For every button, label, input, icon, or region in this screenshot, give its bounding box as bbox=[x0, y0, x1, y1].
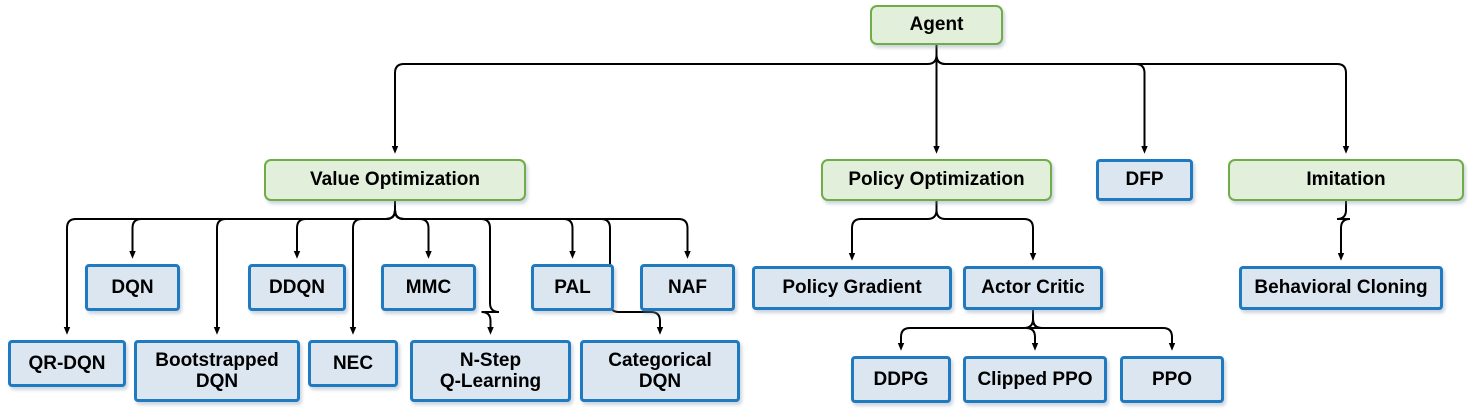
node-label-policy_optimization: Policy Optimization bbox=[848, 169, 1025, 191]
node-label-dfp: DFP bbox=[1125, 169, 1164, 191]
node-label-pal: PAL bbox=[554, 276, 591, 298]
node-qr_dqn[interactable]: QR-DQN bbox=[8, 340, 126, 387]
node-categorical_dqn[interactable]: Categorical DQN bbox=[580, 340, 740, 402]
node-label-bootstrapped_dqn: Bootstrapped DQN bbox=[155, 349, 279, 392]
node-dfp[interactable]: DFP bbox=[1096, 159, 1193, 201]
node-ddqn[interactable]: DDQN bbox=[248, 264, 346, 311]
node-n_step_q_learning[interactable]: N-Step Q-Learning bbox=[410, 340, 571, 402]
node-naf[interactable]: NAF bbox=[640, 264, 735, 311]
node-behavioral_cloning[interactable]: Behavioral Cloning bbox=[1239, 266, 1443, 310]
node-value_optimization[interactable]: Value Optimization bbox=[264, 159, 526, 201]
node-label-imitation: Imitation bbox=[1306, 169, 1386, 191]
node-policy_optimization[interactable]: Policy Optimization bbox=[821, 159, 1052, 201]
node-policy_gradient[interactable]: Policy Gradient bbox=[752, 266, 952, 310]
node-ppo[interactable]: PPO bbox=[1120, 356, 1224, 403]
node-clipped_ppo[interactable]: Clipped PPO bbox=[963, 356, 1107, 403]
node-label-policy_gradient: Policy Gradient bbox=[782, 277, 922, 299]
node-label-dqn: DQN bbox=[111, 276, 154, 298]
node-label-mmc: MMC bbox=[405, 276, 452, 298]
node-nec[interactable]: NEC bbox=[308, 340, 398, 387]
node-label-ppo: PPO bbox=[1151, 368, 1193, 390]
node-imitation[interactable]: Imitation bbox=[1228, 159, 1464, 201]
node-label-agent: Agent bbox=[909, 14, 964, 36]
node-label-qr_dqn: QR-DQN bbox=[28, 352, 106, 374]
node-dqn[interactable]: DQN bbox=[85, 264, 180, 311]
node-label-actor_critic: Actor Critic bbox=[981, 277, 1085, 299]
node-label-nec: NEC bbox=[332, 352, 374, 374]
node-label-behavioral_cloning: Behavioral Cloning bbox=[1254, 277, 1428, 299]
node-label-naf: NAF bbox=[667, 276, 708, 298]
node-actor_critic[interactable]: Actor Critic bbox=[963, 266, 1103, 310]
node-label-clipped_ppo: Clipped PPO bbox=[977, 368, 1093, 390]
node-label-ddpg: DDPG bbox=[873, 368, 929, 390]
node-mmc[interactable]: MMC bbox=[381, 264, 476, 311]
node-label-value_optimization: Value Optimization bbox=[310, 169, 480, 191]
node-bootstrapped_dqn[interactable]: Bootstrapped DQN bbox=[134, 340, 300, 402]
node-label-n_step_q_learning: N-Step Q-Learning bbox=[439, 349, 542, 392]
node-agent[interactable]: Agent bbox=[870, 5, 1003, 45]
node-ddpg[interactable]: DDPG bbox=[851, 356, 951, 403]
node-label-ddqn: DDQN bbox=[269, 276, 325, 298]
node-label-categorical_dqn: Categorical DQN bbox=[608, 349, 712, 392]
node-pal[interactable]: PAL bbox=[531, 264, 614, 311]
